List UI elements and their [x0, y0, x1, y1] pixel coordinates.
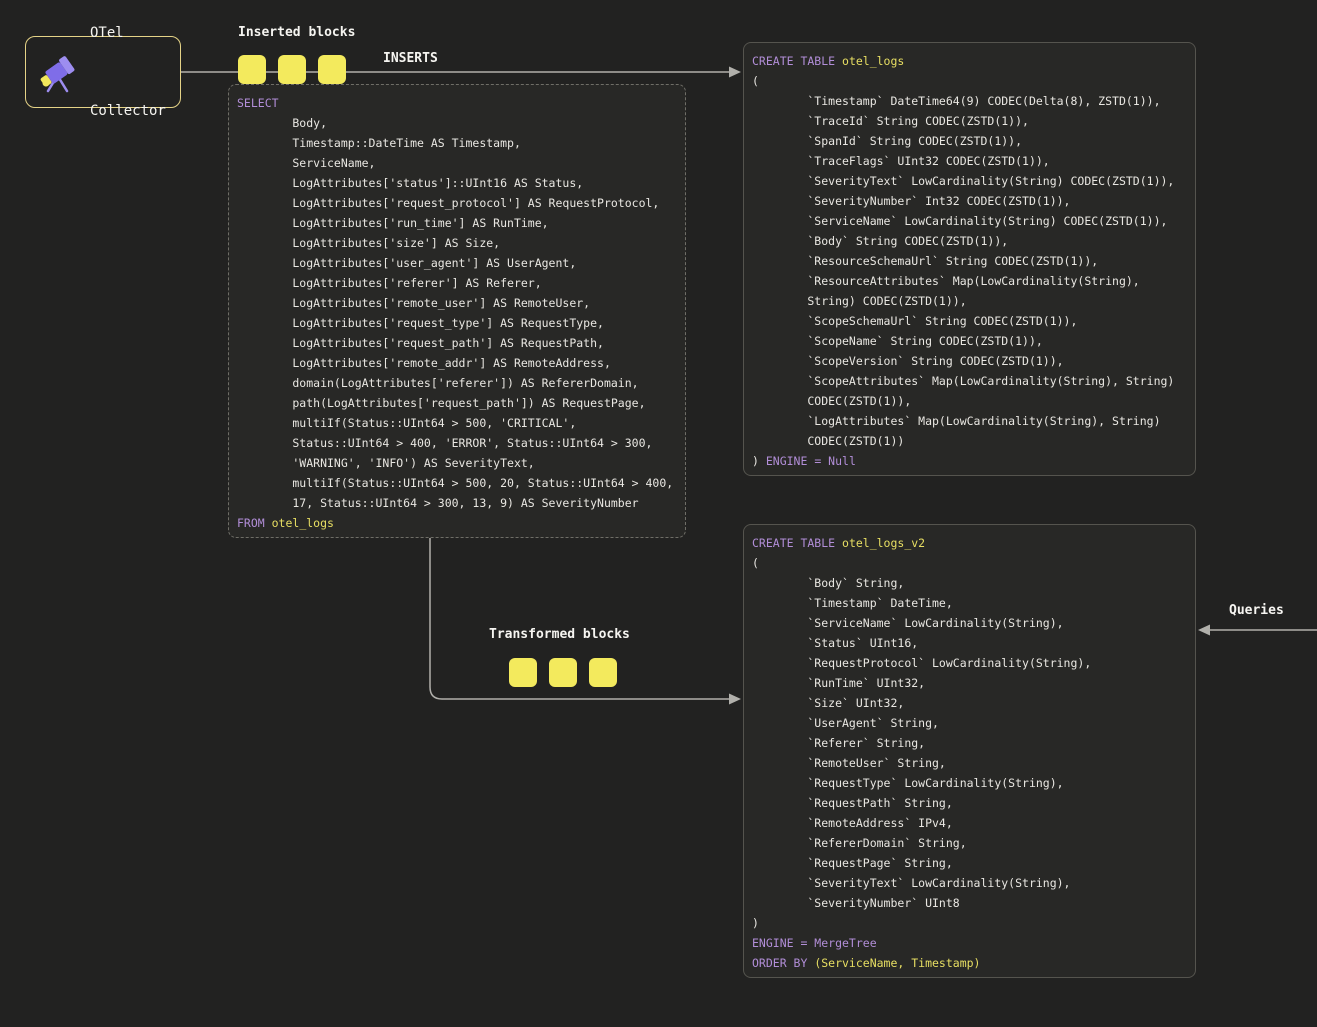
- code-line: ) ENGINE = Null: [752, 454, 856, 468]
- create-table-otel-logs: CREATE TABLE otel_logs ( `Timestamp` Date…: [743, 42, 1196, 476]
- inserted-blocks-label: Inserted blocks: [238, 25, 356, 40]
- code-line: `RequestPath` String,: [752, 796, 953, 810]
- code-line: `RemoteUser` String,: [752, 756, 946, 770]
- code-line: `ScopeName` String CODEC(ZSTD(1)),: [752, 334, 1043, 348]
- code-line: `TraceId` String CODEC(ZSTD(1)),: [752, 114, 1029, 128]
- code-line: `ResourceSchemaUrl` String CODEC(ZSTD(1)…: [752, 254, 1099, 268]
- code-line: CREATE TABLE otel_logs_v2: [752, 536, 926, 550]
- code-line: LogAttributes['request_type'] AS Request…: [237, 316, 604, 330]
- materialized-view-select-query: SELECT Body, Timestamp::DateTime AS Time…: [228, 84, 686, 538]
- code-line: Timestamp::DateTime AS Timestamp,: [237, 136, 521, 150]
- otel-collector-node: OTel Collector: [25, 25, 181, 119]
- code-line: `ScopeVersion` String CODEC(ZSTD(1)),: [752, 354, 1064, 368]
- code-line: `Status` UInt16,: [752, 636, 919, 650]
- code-line: ServiceName,: [237, 156, 376, 170]
- code-line: `SeverityNumber` Int32 CODEC(ZSTD(1)),: [752, 194, 1071, 208]
- code-line: multiIf(Status::UInt64 > 500, 20, Status…: [237, 476, 674, 490]
- yellow-block: [238, 55, 266, 84]
- yellow-block: [549, 658, 577, 687]
- code-line: multiIf(Status::UInt64 > 500, 'CRITICAL'…: [237, 416, 577, 430]
- code-line: LogAttributes['request_protocol'] AS Req…: [237, 196, 660, 210]
- queries-arrowhead: [1198, 624, 1210, 636]
- telescope-icon: [40, 56, 75, 93]
- code-line: `ScopeSchemaUrl` String CODEC(ZSTD(1)),: [752, 314, 1078, 328]
- code-line: String) CODEC(ZSTD(1)),: [752, 294, 967, 308]
- code-line: ): [752, 916, 759, 930]
- code-line: `Body` String CODEC(ZSTD(1)),: [752, 234, 1009, 248]
- code-line: `RefererDomain` String,: [752, 836, 967, 850]
- otel-collector-label-line1: OTel: [90, 25, 124, 41]
- code-line: LogAttributes['referer'] AS Referer,: [237, 276, 542, 290]
- transform-arrowhead: [729, 693, 741, 705]
- code-line: CODEC(ZSTD(1)),: [752, 394, 912, 408]
- otel-collector-label: OTel Collector: [90, 0, 166, 176]
- code-line: ENGINE = MergeTree: [752, 936, 877, 950]
- code-line: (: [752, 556, 759, 570]
- code-line: `UserAgent` String,: [752, 716, 939, 730]
- code-line: `Timestamp` DateTime64(9) CODEC(Delta(8)…: [752, 94, 1161, 108]
- code-line: ORDER BY (ServiceName, Timestamp): [752, 956, 981, 970]
- create-table-otel-logs-v2: CREATE TABLE otel_logs_v2 ( `Body` String…: [743, 524, 1196, 978]
- code-line: domain(LogAttributes['referer']) AS Refe…: [237, 376, 639, 390]
- code-line: `SeverityText` LowCardinality(String),: [752, 876, 1071, 890]
- code-line: `SeverityText` LowCardinality(String) CO…: [752, 174, 1175, 188]
- code-line: 17, Status::UInt64 > 300, 13, 9) AS Seve…: [237, 496, 639, 510]
- code-line: `TraceFlags` UInt32 CODEC(ZSTD(1)),: [752, 154, 1050, 168]
- code-line: Status::UInt64 > 400, 'ERROR', Status::U…: [237, 436, 653, 450]
- code-line: `ResourceAttributes` Map(LowCardinality(…: [752, 274, 1140, 288]
- code-line: CREATE TABLE otel_logs: [752, 54, 905, 68]
- code-line: `Body` String,: [752, 576, 905, 590]
- code-line: `Referer` String,: [752, 736, 926, 750]
- code-line: (: [752, 74, 759, 88]
- code-line: CODEC(ZSTD(1)): [752, 434, 905, 448]
- code-line: LogAttributes['size'] AS Size,: [237, 236, 501, 250]
- code-line: Body,: [237, 116, 328, 130]
- code-line: `RunTime` UInt32,: [752, 676, 926, 690]
- code-line: `ServiceName` LowCardinality(String) COD…: [752, 214, 1168, 228]
- code-line: `ScopeAttributes` Map(LowCardinality(Str…: [752, 374, 1175, 388]
- code-line: LogAttributes['user_agent'] AS UserAgent…: [237, 256, 577, 270]
- code-line: FROM otel_logs: [237, 516, 334, 530]
- code-line: `LogAttributes` Map(LowCardinality(Strin…: [752, 414, 1161, 428]
- code-line: `RemoteAddress` IPv4,: [752, 816, 953, 830]
- code-line: `Timestamp` DateTime,: [752, 596, 953, 610]
- code-line: `ServiceName` LowCardinality(String),: [752, 616, 1064, 630]
- code-line: `Size` UInt32,: [752, 696, 905, 710]
- inserted-blocks-group: [238, 55, 346, 84]
- yellow-block: [509, 658, 537, 687]
- code-line: 'WARNING', 'INFO') AS SeverityText,: [237, 456, 535, 470]
- code-line: `RequestProtocol` LowCardinality(String)…: [752, 656, 1092, 670]
- queries-arrow-label: Queries: [1229, 603, 1284, 618]
- yellow-block: [589, 658, 617, 687]
- inserts-arrow-label: INSERTS: [383, 51, 438, 66]
- code-line: LogAttributes['remote_addr'] AS RemoteAd…: [237, 356, 611, 370]
- code-line: LogAttributes['run_time'] AS RunTime,: [237, 216, 549, 230]
- code-line: `SpanId` String CODEC(ZSTD(1)),: [752, 134, 1023, 148]
- inserts-arrowhead: [729, 66, 741, 78]
- yellow-block: [278, 55, 306, 84]
- code-line: LogAttributes['status']::UInt16 AS Statu…: [237, 176, 584, 190]
- code-line: SELECT: [237, 96, 279, 110]
- yellow-block: [318, 55, 346, 84]
- code-line: `SeverityNumber` UInt8: [752, 896, 960, 910]
- transformed-blocks-label: Transformed blocks: [489, 627, 630, 642]
- code-line: LogAttributes['request_path'] AS Request…: [237, 336, 604, 350]
- code-line: `RequestPage` String,: [752, 856, 953, 870]
- transformed-blocks-group: [509, 658, 617, 687]
- code-line: `RequestType` LowCardinality(String),: [752, 776, 1064, 790]
- code-line: LogAttributes['remote_user'] AS RemoteUs…: [237, 296, 591, 310]
- otel-collector-label-line2: Collector: [90, 103, 166, 119]
- code-line: path(LogAttributes['request_path']) AS R…: [237, 396, 646, 410]
